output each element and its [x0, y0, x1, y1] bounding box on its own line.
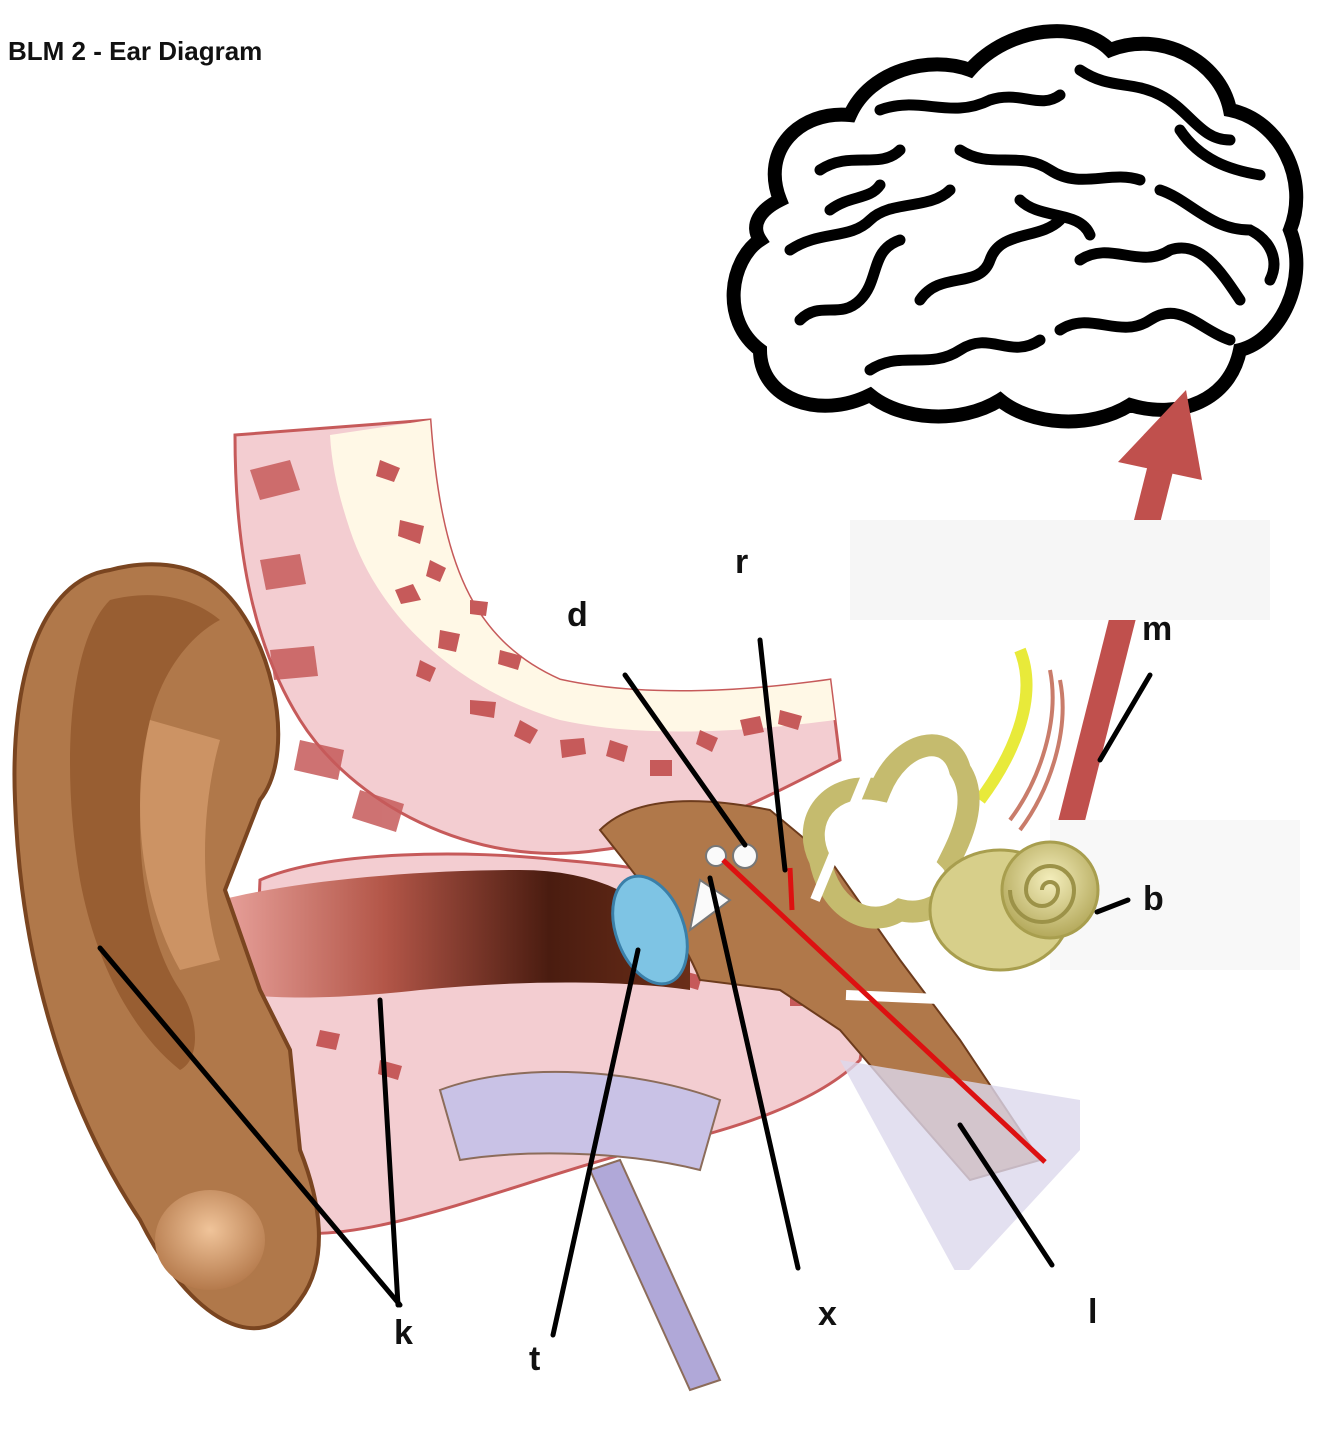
- label-d: d: [567, 598, 588, 632]
- brain-illustration: [734, 31, 1297, 421]
- label-m: m: [1142, 612, 1172, 646]
- skull-bone: [235, 420, 840, 853]
- label-l: l: [1088, 1295, 1097, 1329]
- red-line-stapes: [790, 868, 792, 910]
- label-b: b: [1143, 882, 1164, 916]
- label-x: x: [818, 1297, 837, 1331]
- cochlea: [1002, 842, 1098, 938]
- label-t: t: [529, 1342, 540, 1376]
- brain-outline: [734, 31, 1297, 421]
- label-r: r: [735, 545, 748, 579]
- label-k: k: [394, 1316, 413, 1350]
